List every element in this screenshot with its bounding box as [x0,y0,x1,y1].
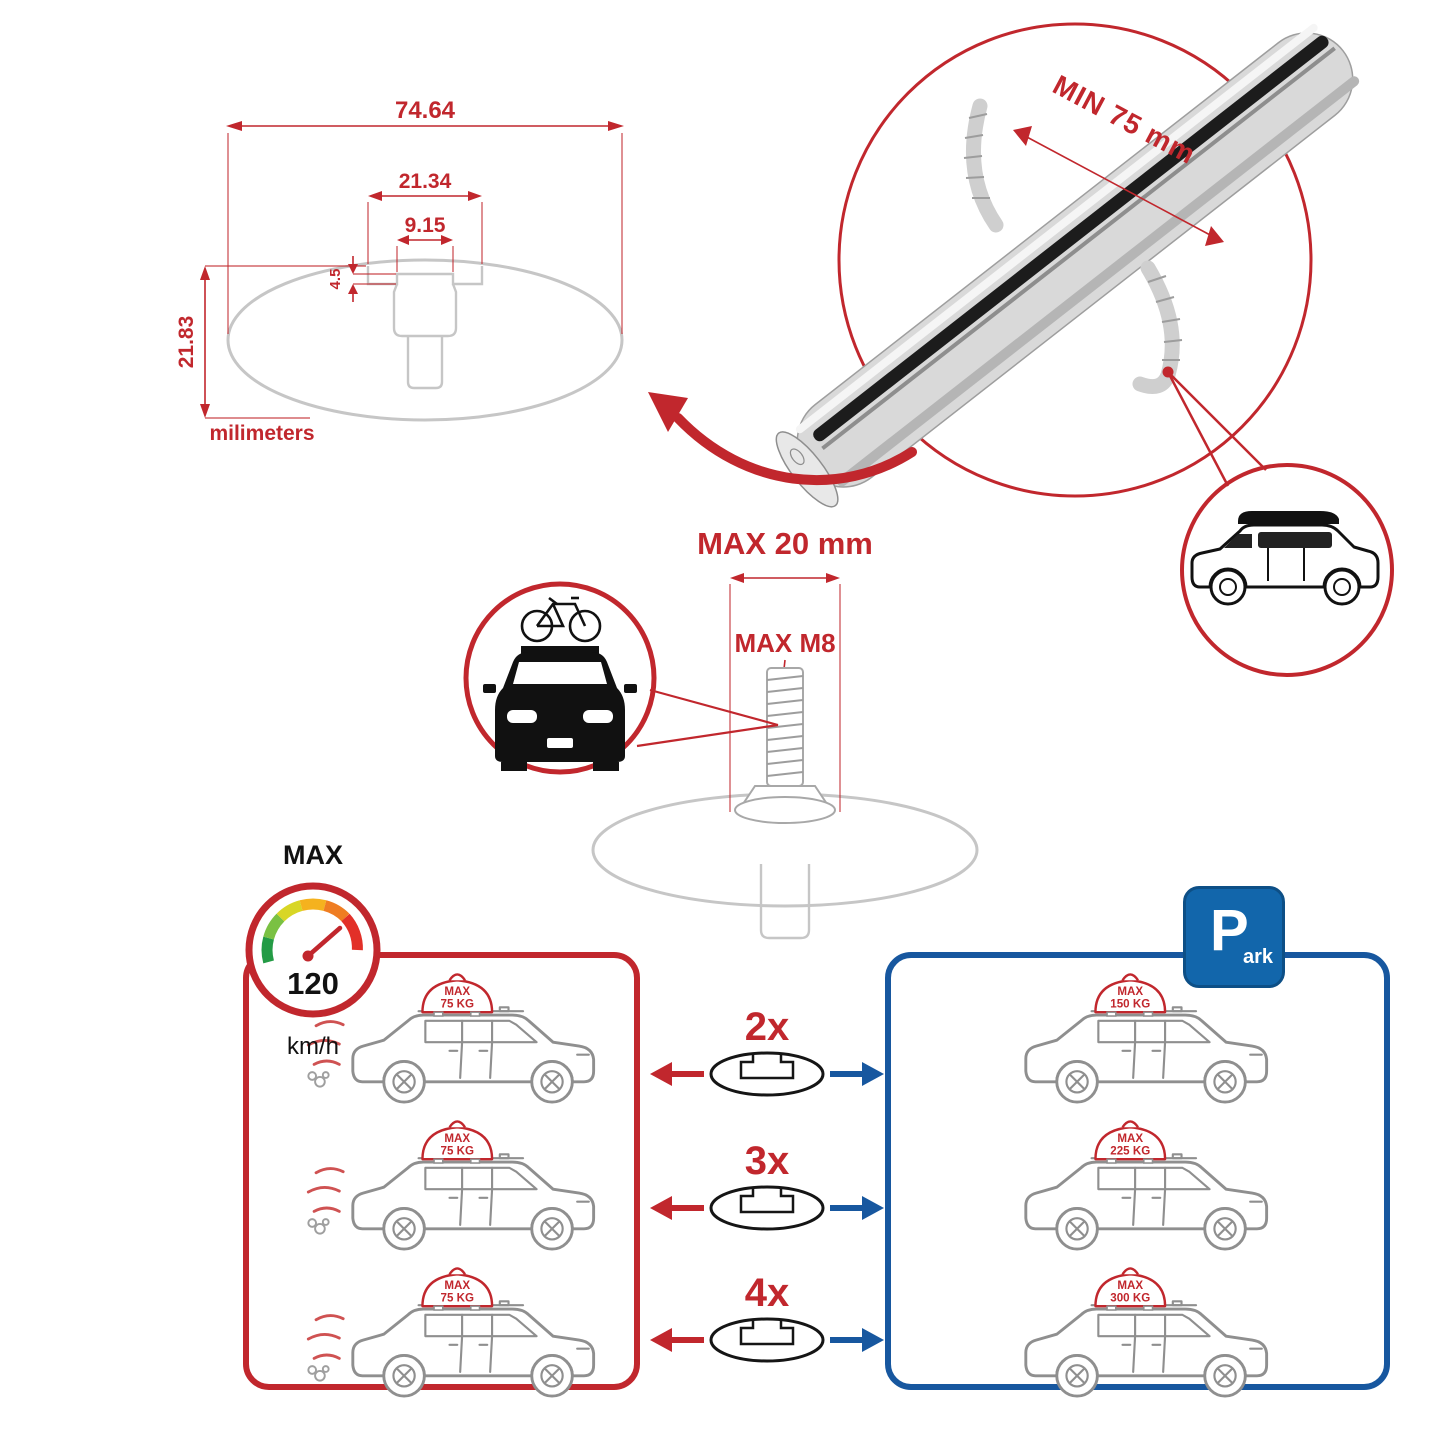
quantity-label: 2x [745,1005,790,1049]
profile-slot-stem [406,336,444,390]
units-label: milimeters [209,422,314,445]
park-panel: MAX 150 KG MAX 225 KG MAX 300 KG [885,952,1390,1398]
speedometer: MAX 120 km/h [245,840,381,1060]
dim-slot-outer: 21.34 [399,170,452,193]
load-tag-max: MAX [1117,1279,1143,1292]
quantity-row-3x: 3x [650,1139,884,1231]
profile-ellipse [226,258,624,422]
load-tag-max: MAX [444,985,470,998]
parking-sign: P ark [1183,886,1285,988]
speedometer-needle [305,925,343,959]
quantity-row-4x: 4x [650,1271,884,1363]
clamp-rod-rear [963,98,1004,233]
load-tag-value: 150 KG [1110,997,1150,1010]
profile-slot-cavity [392,283,458,338]
speed-value: 120 [287,966,339,1001]
bike-icon [520,596,602,643]
parking-sign-suffix: ark [1243,946,1274,968]
aluminum-crossbar [775,23,1360,508]
clamp-rod-front [1132,260,1183,394]
speedometer-gauge-arcs [261,898,363,964]
quantity-row-2x: 2x [650,1005,884,1097]
load-tag-value: 225 KG [1110,1144,1150,1157]
speed-max-label: MAX [283,840,343,870]
car-225kg: MAX 225 KG [1023,1120,1268,1251]
load-tag-value: 75 KG [441,997,475,1010]
car-300kg: MAX 300 KG [1023,1267,1268,1398]
crossbar-profile-icon [709,1051,825,1097]
car-75kg-3: MAX 75 KG [306,1267,596,1398]
clamp-point-dot [1162,366,1174,378]
car-75kg-1: MAX 75 KG [306,973,596,1104]
max-bolt-length-label: MAX 20 mm [697,526,873,561]
profile-dimension-drawing: 74.64 21.34 9.15 4.5 21.83 milimeters [175,97,624,445]
load-tag-max: MAX [1117,1132,1143,1145]
suv-with-roofbox [1190,511,1380,606]
load-tag-value: 75 KG [441,1144,475,1157]
crossbar-detail-circle: MIN 75 mm [775,22,1360,508]
speed-limit-panel: MAX 75 KG MAX 75 KG MAX 75 KG [243,952,640,1398]
car-75kg-2: MAX 75 KG [306,1120,596,1251]
dim-total-height: 21.83 [175,316,198,369]
crossbar-profile-icon [709,1317,825,1363]
quantity-label: 4x [745,1271,790,1315]
max-thread-label: MAX M8 [734,628,835,658]
dim-total-width: 74.64 [395,97,456,124]
dim-slot-depth: 4.5 [327,269,344,290]
roofbox-suv-circle [1180,463,1394,677]
bike-car-circle [463,581,657,775]
t-bolt [734,667,836,824]
load-tag-max: MAX [1117,985,1143,998]
load-tag-max: MAX [444,1279,470,1292]
car-front-silhouette [483,646,637,771]
load-tag-value: 75 KG [441,1291,475,1304]
parking-sign-letter: P [1210,898,1249,963]
roof-box [1238,511,1339,524]
quantity-label: 3x [745,1139,790,1183]
profile-slot-opening [366,266,484,286]
bolt-profile-stem [759,864,811,940]
load-tag-max: MAX [444,1132,470,1145]
dim-slot-inner: 9.15 [405,214,446,237]
car-150kg: MAX 150 KG [1023,973,1268,1104]
crossbar-profile-icon [709,1185,825,1231]
speed-unit: km/h [287,1033,339,1060]
load-tag-value: 300 KG [1110,1291,1150,1304]
